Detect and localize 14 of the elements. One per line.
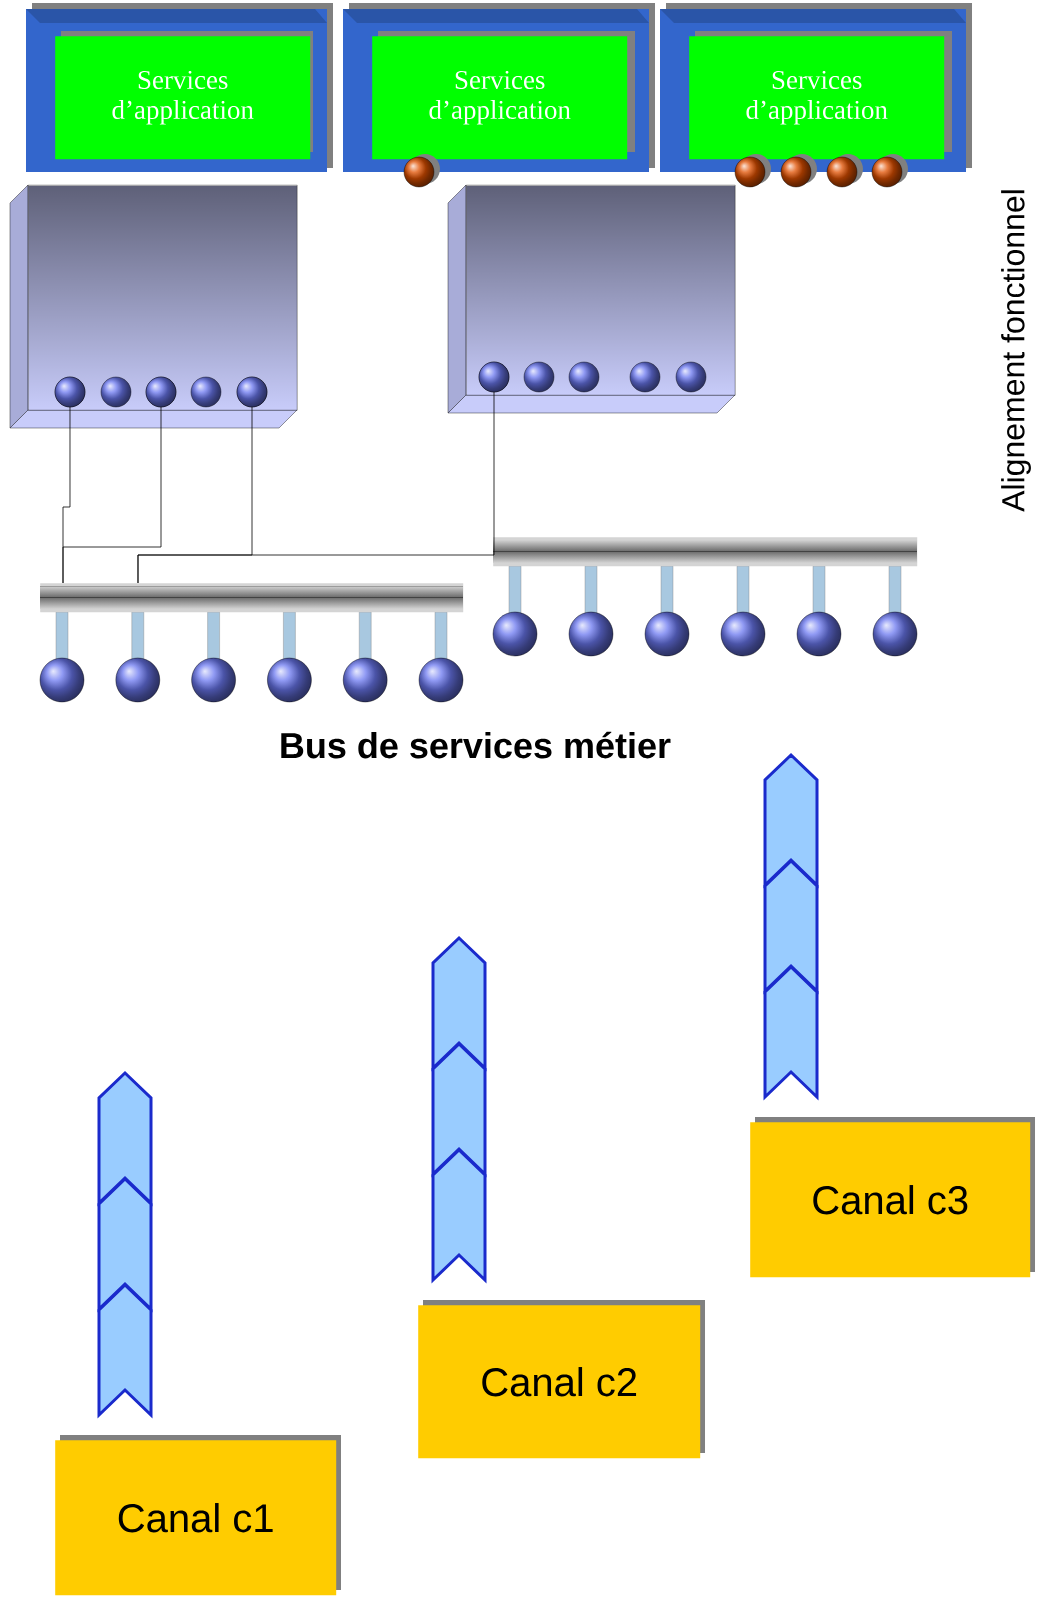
channel-box: Canal c1 xyxy=(55,1435,341,1596)
channel-box: Canal c2 xyxy=(418,1300,705,1459)
bus-title: Bus de services métier xyxy=(281,731,671,759)
service-box: Services d’application xyxy=(343,3,655,172)
bus-bar xyxy=(40,583,464,613)
gateway-box xyxy=(9,184,298,429)
connector-line xyxy=(137,361,510,584)
connector-line xyxy=(62,376,177,584)
channel-box: Canal c3 xyxy=(750,1117,1035,1278)
service-box: Services d’application xyxy=(26,3,333,172)
side-label: Alignement fonctionnel xyxy=(1001,190,1031,512)
service-box: Services d’application xyxy=(660,3,972,172)
gateway-box xyxy=(447,184,736,414)
bus-bar xyxy=(493,537,918,567)
